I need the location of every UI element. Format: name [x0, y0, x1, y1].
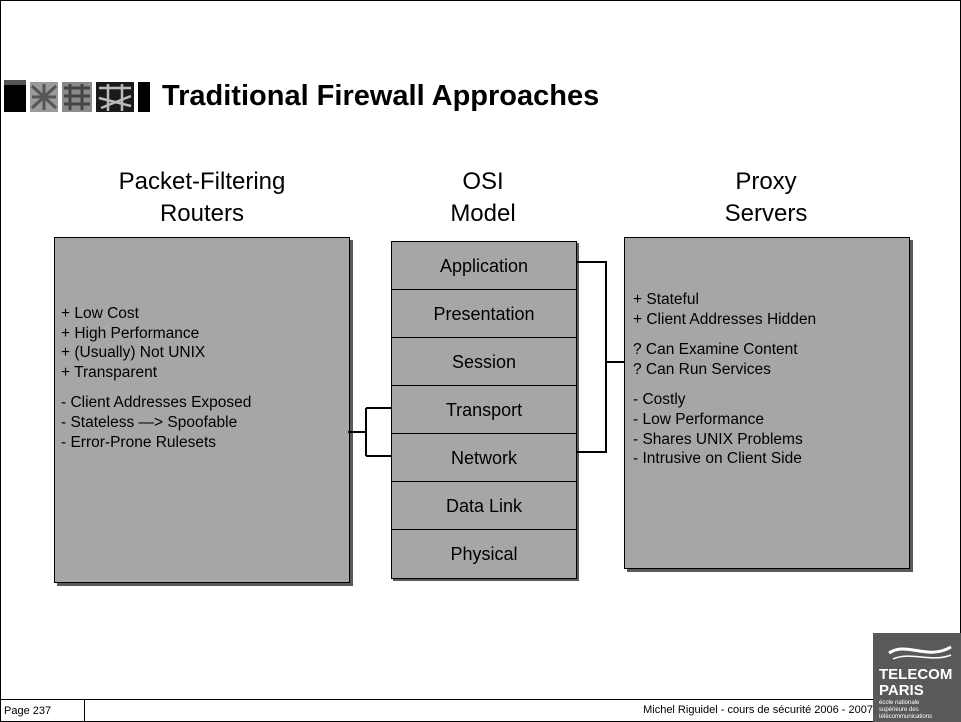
osi-model-header: OSI Model — [391, 166, 575, 230]
pro-item: + Stateful — [633, 291, 699, 308]
osi-layer-label: Network — [450, 447, 517, 468]
con-item: - Costly — [633, 391, 686, 409]
logo-tag: école nationale — [879, 700, 920, 706]
telecom-paris-logo: TELECOM PARIS école nationale supérieure… — [873, 633, 961, 722]
packet-filtering-text: + Low Cost + High Performance + (Usually… — [61, 304, 251, 452]
pro-item: + Low Cost — [61, 305, 139, 322]
header-line: Packet-Filtering — [118, 168, 286, 195]
page-number: Page 237 — [0, 699, 85, 721]
header-line: Model — [450, 200, 516, 227]
packet-filtering-panel: + Low Cost + High Performance + (Usually… — [54, 237, 350, 583]
logo-wave-icon — [888, 645, 952, 660]
osi-layer-physical: Physical — [391, 529, 577, 579]
osi-layer-session: Session — [391, 337, 577, 387]
pro-item: + High Performance — [61, 324, 200, 342]
proxy-servers-panel: + Stateful + Client Addresses Hidden ? C… — [624, 237, 910, 569]
logo-tag: télécommunications — [879, 714, 933, 720]
logo-line1: TELECOM — [879, 666, 953, 683]
decorative-logo-strip — [4, 80, 150, 112]
con-item: - Stateless —> Spoofable — [61, 413, 238, 431]
osi-layer-label: Transport — [445, 399, 523, 420]
osi-layer-application: Application — [391, 241, 577, 291]
con-item: - Error-Prone Rulesets — [61, 433, 217, 451]
header-line: Proxy — [735, 168, 797, 195]
osi-layer-data-link: Data Link — [391, 481, 577, 531]
proxy-text: + Stateful + Client Addresses Hidden ? C… — [633, 290, 816, 469]
osi-layer-label: Physical — [450, 543, 518, 564]
footer-credit: Michel Riguidel - cours de sécurité 2006… — [643, 704, 873, 716]
header-line: Servers — [724, 200, 808, 227]
pro-item: + Transparent — [61, 363, 158, 381]
footer-rule — [85, 699, 875, 700]
maybe-item: ? Can Run Services — [633, 360, 771, 378]
logo-line2: PARIS — [879, 682, 924, 699]
con-item: - Intrusive on Client Side — [633, 450, 802, 468]
proxy-servers-header: Proxy Servers — [624, 166, 908, 230]
con-item: - Shares UNIX Problems — [633, 430, 803, 448]
osi-layer-label: Session — [451, 351, 517, 372]
osi-layer-network: Network — [391, 433, 577, 483]
pro-item: + Client Addresses Hidden — [633, 310, 817, 328]
con-item: - Client Addresses Exposed — [61, 394, 252, 412]
osi-layer-label: Presentation — [433, 303, 535, 324]
proxy-connector — [576, 261, 626, 453]
packet-filter-connector — [348, 407, 392, 457]
packet-filtering-header: Packet-Filtering Routers — [54, 166, 350, 230]
maybe-item: ? Can Examine Content — [633, 341, 798, 359]
osi-layer-presentation: Presentation — [391, 289, 577, 339]
osi-layer-transport: Transport — [391, 385, 577, 435]
pro-item: + (Usually) Not UNIX — [61, 344, 206, 362]
logo-tag: supérieure des — [879, 707, 919, 713]
header-line: OSI — [462, 168, 504, 195]
slide-title: Traditional Firewall Approaches — [162, 80, 600, 112]
osi-layer-label: Data Link — [445, 495, 523, 516]
osi-layer-label: Application — [439, 255, 529, 276]
header-line: Routers — [159, 200, 245, 227]
con-item: - Low Performance — [633, 410, 764, 428]
